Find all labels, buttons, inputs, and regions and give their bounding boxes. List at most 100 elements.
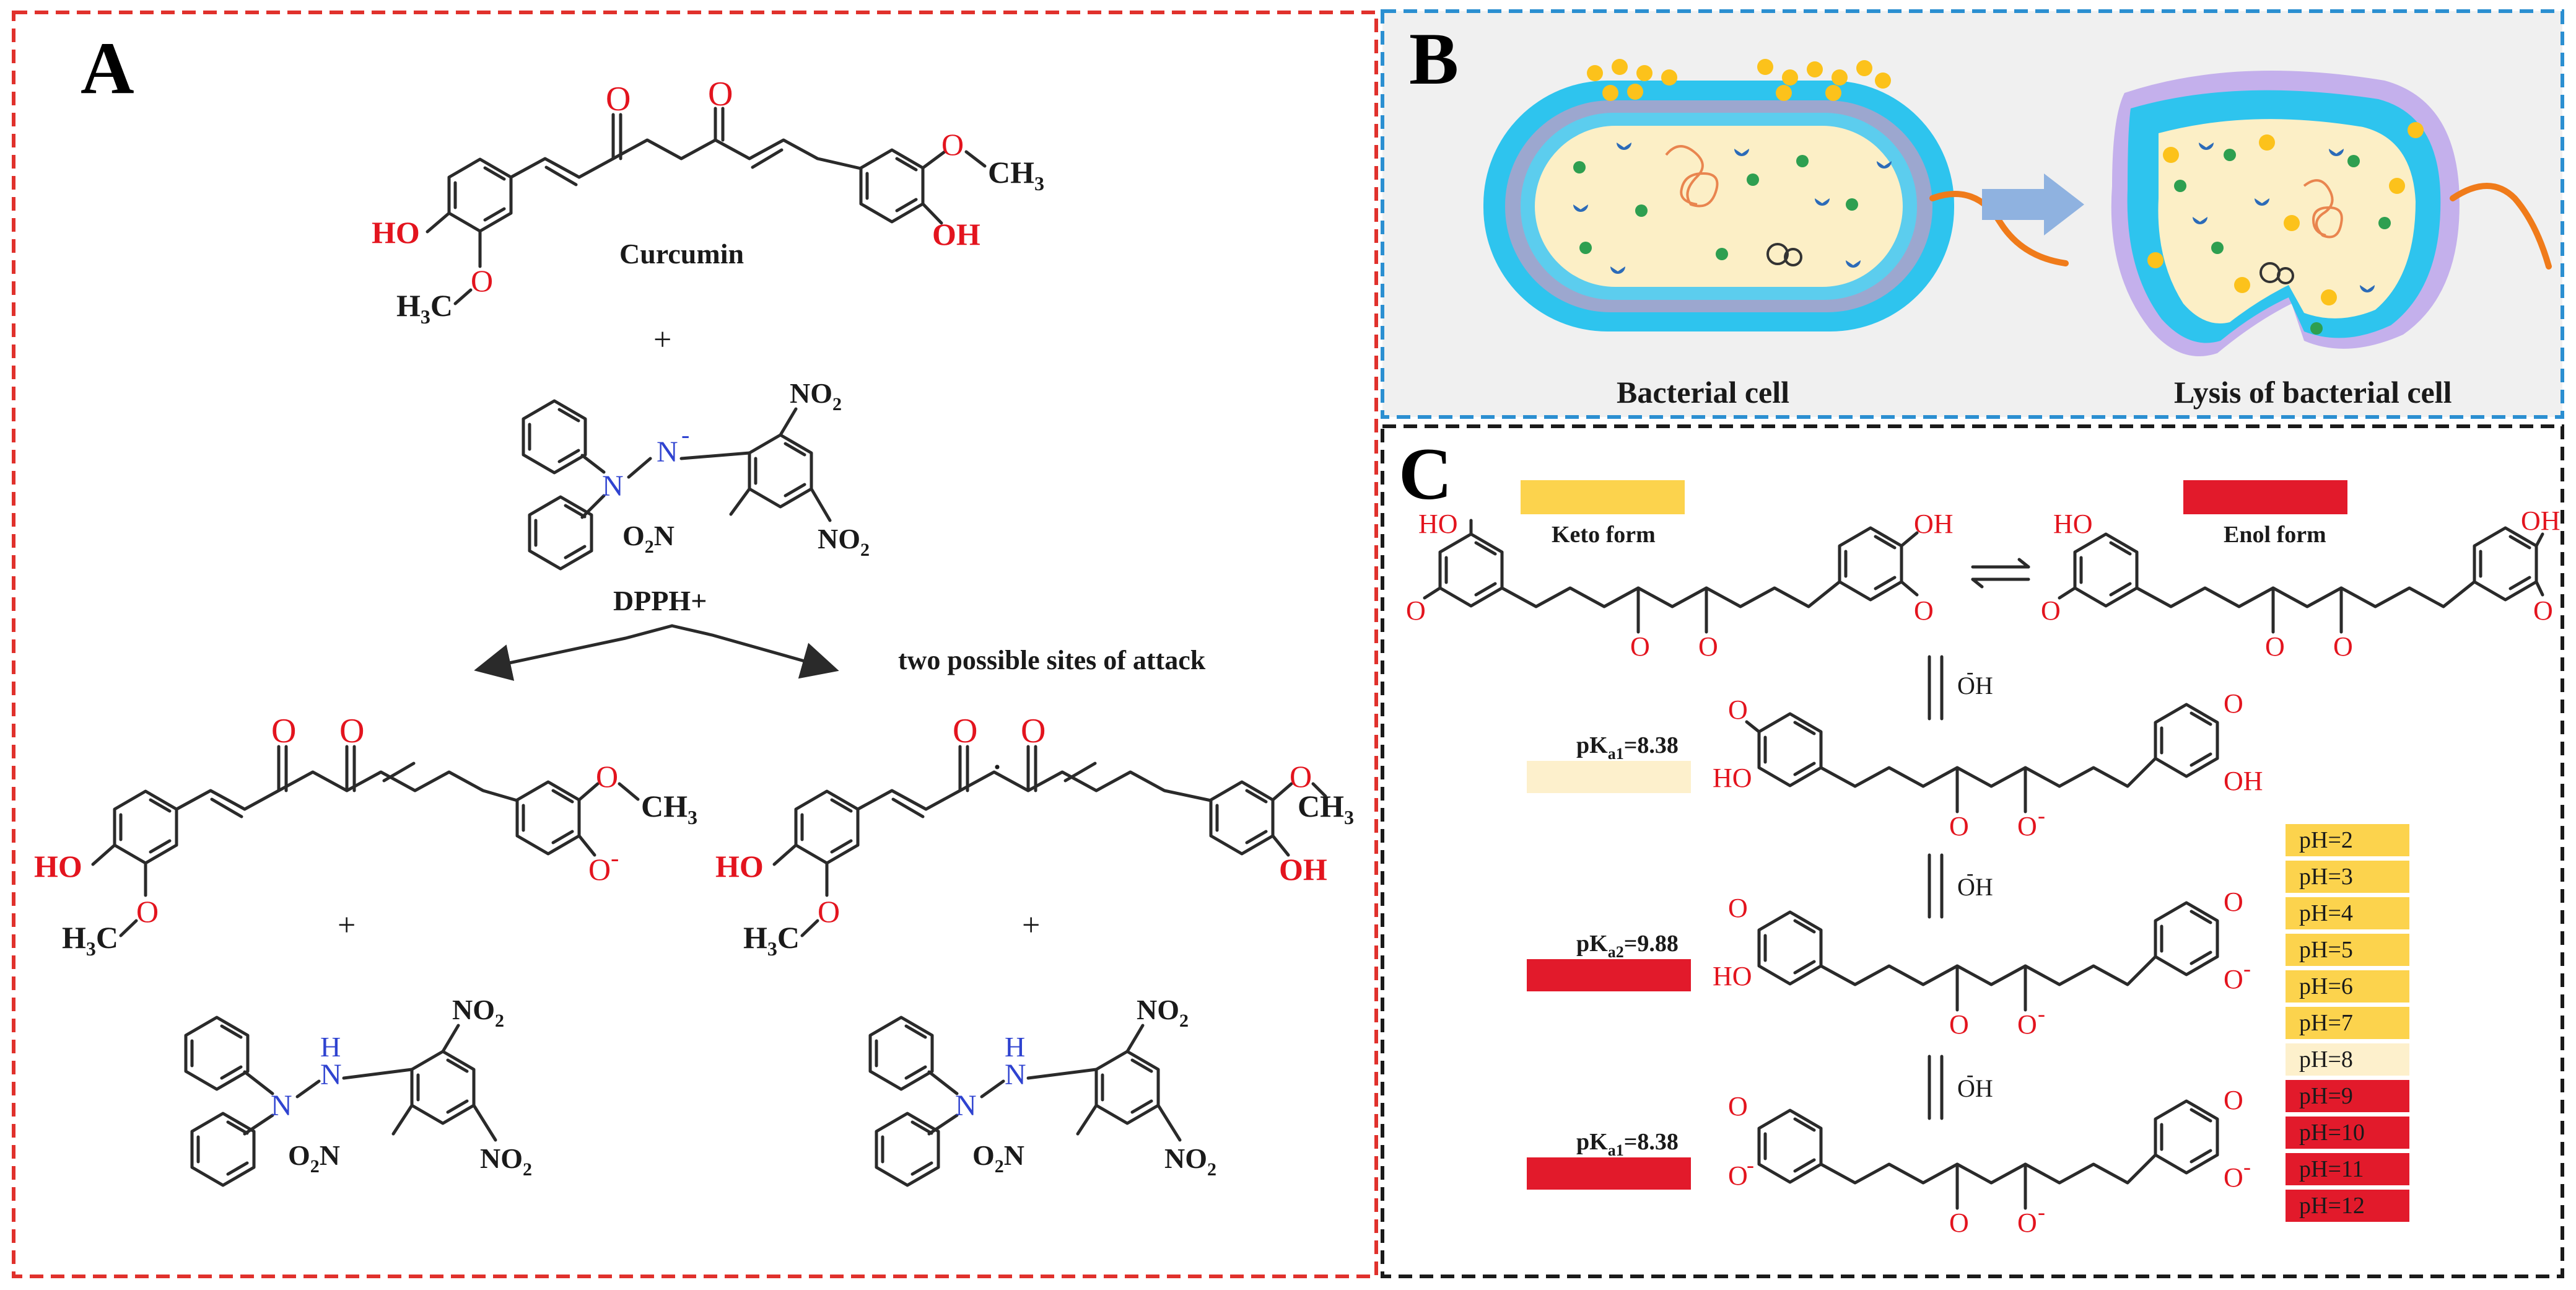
dpph-no2-top: NO2 [790,377,842,415]
dpph-no2-left-o: O [622,520,645,551]
plus-sign-1: + [653,322,671,358]
dianion-o-1: O [1949,1009,1969,1040]
monoanion-o-1: O [1949,811,1969,841]
dpph-h-left-nh-h: H [320,1031,341,1063]
curcumin-carbonyl-2: O [708,75,733,113]
ph-swatch [2286,934,2409,966]
dpph-h-right-no2-right: NO2 [1164,1143,1216,1180]
product-left-structure: O O HO O H3C O CH3 O - [34,712,697,960]
lysed-flagellum [2450,183,2552,270]
product-right-radical-dot: · [991,747,1003,788]
reaction-arrow-left [474,624,674,681]
dpph-h-left-n1: N [271,1089,292,1122]
trianion-o-phenoxide-right: O [2224,1162,2243,1193]
keto-ho: HO [1418,509,1458,539]
product-right-methoxy-left: H3C [743,920,800,960]
product-left-phenoxide: O [588,852,611,887]
reaction-arrow-right [670,624,839,679]
lysed-molecules [2147,122,2424,335]
enol-label: Enol form [2224,522,2326,548]
dpph-h-right-n1: N [955,1089,977,1122]
product-right-methoxy-left-o: O [818,894,840,929]
product-left-phenoxide-charge: - [611,844,619,872]
curcumin-carbonyl-1: O [606,80,631,118]
product-left-methoxy-left: H3C [62,920,118,960]
curcumin-methoxy-right-sub: 3 [1034,172,1044,195]
pka-2-sub: a2 [1608,943,1624,961]
dianion-ho: HO [1713,961,1752,991]
ph-swatch [2286,1153,2409,1185]
pka-1-val: =8.38 [1624,732,1679,758]
product-left-carbonyl-2: O [339,712,364,750]
enol-molecule: O O HO O OH O [2041,506,2561,662]
ph-swatch-label: pH=10 [2299,1120,2365,1146]
ph-swatch-label: pH=12 [2299,1193,2365,1219]
monoanion-ho: HO [1713,763,1752,793]
curcumin-methoxy-right-o: O [941,127,964,162]
trianion-o-methoxy-left: O [1728,1091,1748,1121]
curcumin-name: Curcumin [619,238,744,270]
dianion-o-2: O [2017,1009,2037,1040]
monoanion-oh: OH [2224,766,2263,796]
ph-swatch-label: pH=9 [2299,1083,2353,1109]
ph-swatch [2286,861,2409,893]
pka-3-val: =8.38 [1624,1129,1679,1155]
dianion-charge-1: - [2038,1001,2045,1026]
dpph-no2-top-sub: 2 [832,394,842,415]
plus-sign-3: + [1022,908,1040,943]
product-left-carbonyl-1: O [271,712,296,750]
step-3-oh: OH [1957,1074,1993,1102]
dpph-h-right-no2-top: NO2 [1137,994,1189,1031]
dpph-h-left-no2-top: NO2 [452,994,504,1031]
trianion-charge-3: - [2243,1154,2251,1179]
dpph-no2-left-sub: 2 [645,537,654,557]
trianion-o-1: O [1949,1208,1969,1238]
dpph-h-structure-right: N H N NO2 O2N NO2 [870,994,1216,1185]
ph-swatch [2286,1190,2409,1222]
dpph-h-right-nh-h: H [1005,1031,1025,1063]
product-right-methoxy-right: CH3 [1298,789,1354,828]
pka-3-pre: pK [1576,1129,1608,1155]
dpph-no2-top-n: NO [790,377,832,409]
ph-swatch [2286,1117,2409,1149]
pka-1-sub: a1 [1608,745,1624,763]
dpph-n2: N [657,436,678,468]
dpph-h-left-no2-left-o: O [288,1139,310,1171]
product-right-carbonyl-1: O [953,712,977,750]
product-left-methoxy-right-o: O [596,759,618,794]
dpph-no2-left: O2N [622,520,675,557]
monoanion-o-2: O [2017,811,2037,841]
dpph-h-right-no2-left: O2N [972,1139,1024,1177]
ph-swatch-label: pH=4 [2299,900,2353,926]
ph-swatch [2286,1080,2409,1112]
enol-oh: OH [2521,506,2561,536]
product-right-methoxy-right-o: O [1290,759,1312,794]
step-2-oh: OH [1957,873,1993,901]
curcumin-methoxy-left: H3C [396,288,453,328]
curcumin-methoxy-left-h: H [396,288,421,323]
panel-a-letter: A [81,27,134,109]
panel-c: C Keto form Enol form O O HO O OH O [1381,424,2564,1278]
lysed-ribosome [2259,262,2294,284]
product-right-structure: O O · HO O H3C O CH3 OH [715,712,1354,960]
trianion-charge-1: - [2038,1200,2045,1224]
dianion-o-methoxy-right: O [2224,887,2243,917]
product-left-methoxy-left-h: H [62,920,86,955]
ph-swatch-label: pH=5 [2299,937,2353,963]
panel-b-border [1381,9,2564,419]
step-2-oh-charge: - [1967,862,1973,885]
pka-3-sub: a1 [1608,1141,1624,1159]
dpph-n2-charge: - [681,421,689,449]
ph-swatch [2286,1043,2409,1076]
lysed-dna [2303,179,2343,239]
ph-swatch-label: pH=11 [2299,1156,2364,1182]
pka-2-pre: pK [1576,931,1608,957]
deprotonation-step-2: OH - [1928,853,1993,919]
enol-o-1: O [2265,631,2285,662]
dpph-h-left-no2-right-sub: 2 [523,1159,532,1180]
dpph-h-right-no2-right-sub: 2 [1207,1159,1216,1180]
product-left-methoxy-left-sub: 3 [86,937,96,960]
monoanion-molecule: O O - O HO O OH [1713,688,2263,841]
dpph-h-right-no2-top-sub: 2 [1179,1011,1189,1031]
